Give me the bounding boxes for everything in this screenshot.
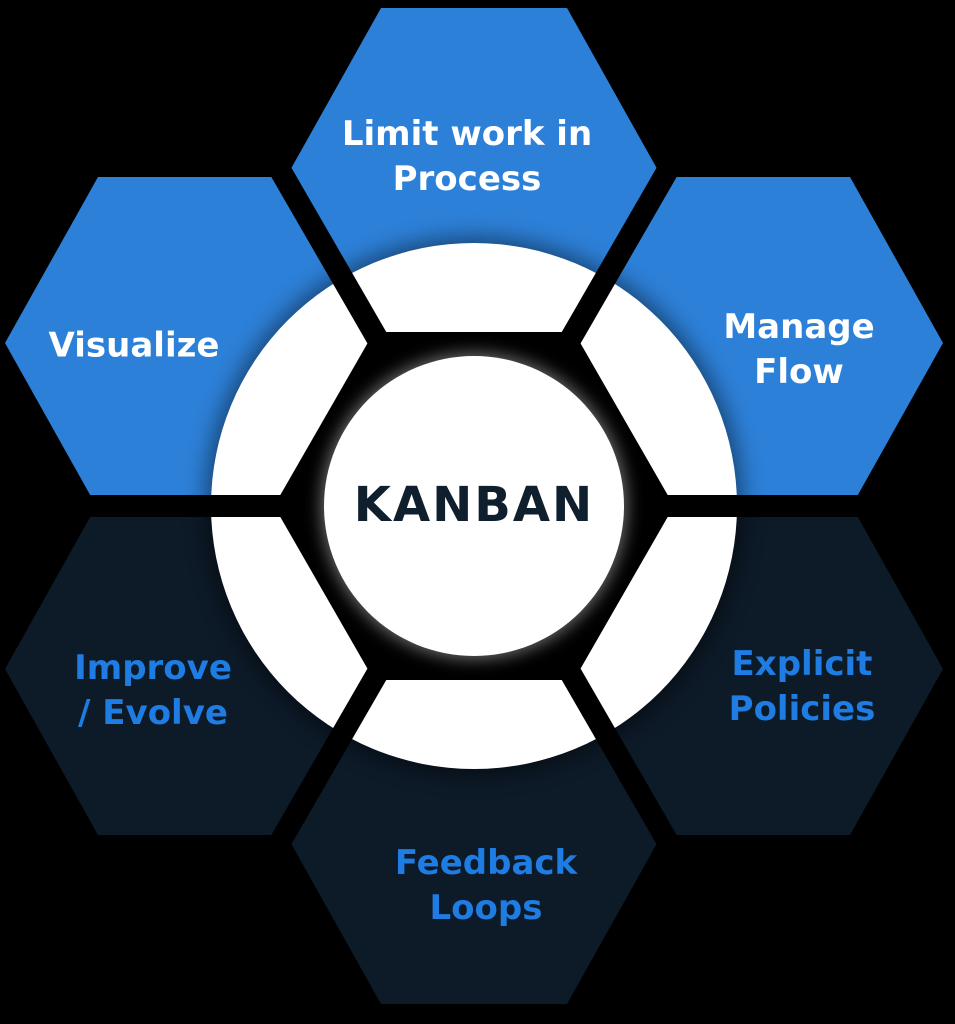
center-title: KANBAN <box>353 477 595 533</box>
center-circle <box>324 356 624 656</box>
hexagon-gap-spoke-right <box>578 495 955 517</box>
